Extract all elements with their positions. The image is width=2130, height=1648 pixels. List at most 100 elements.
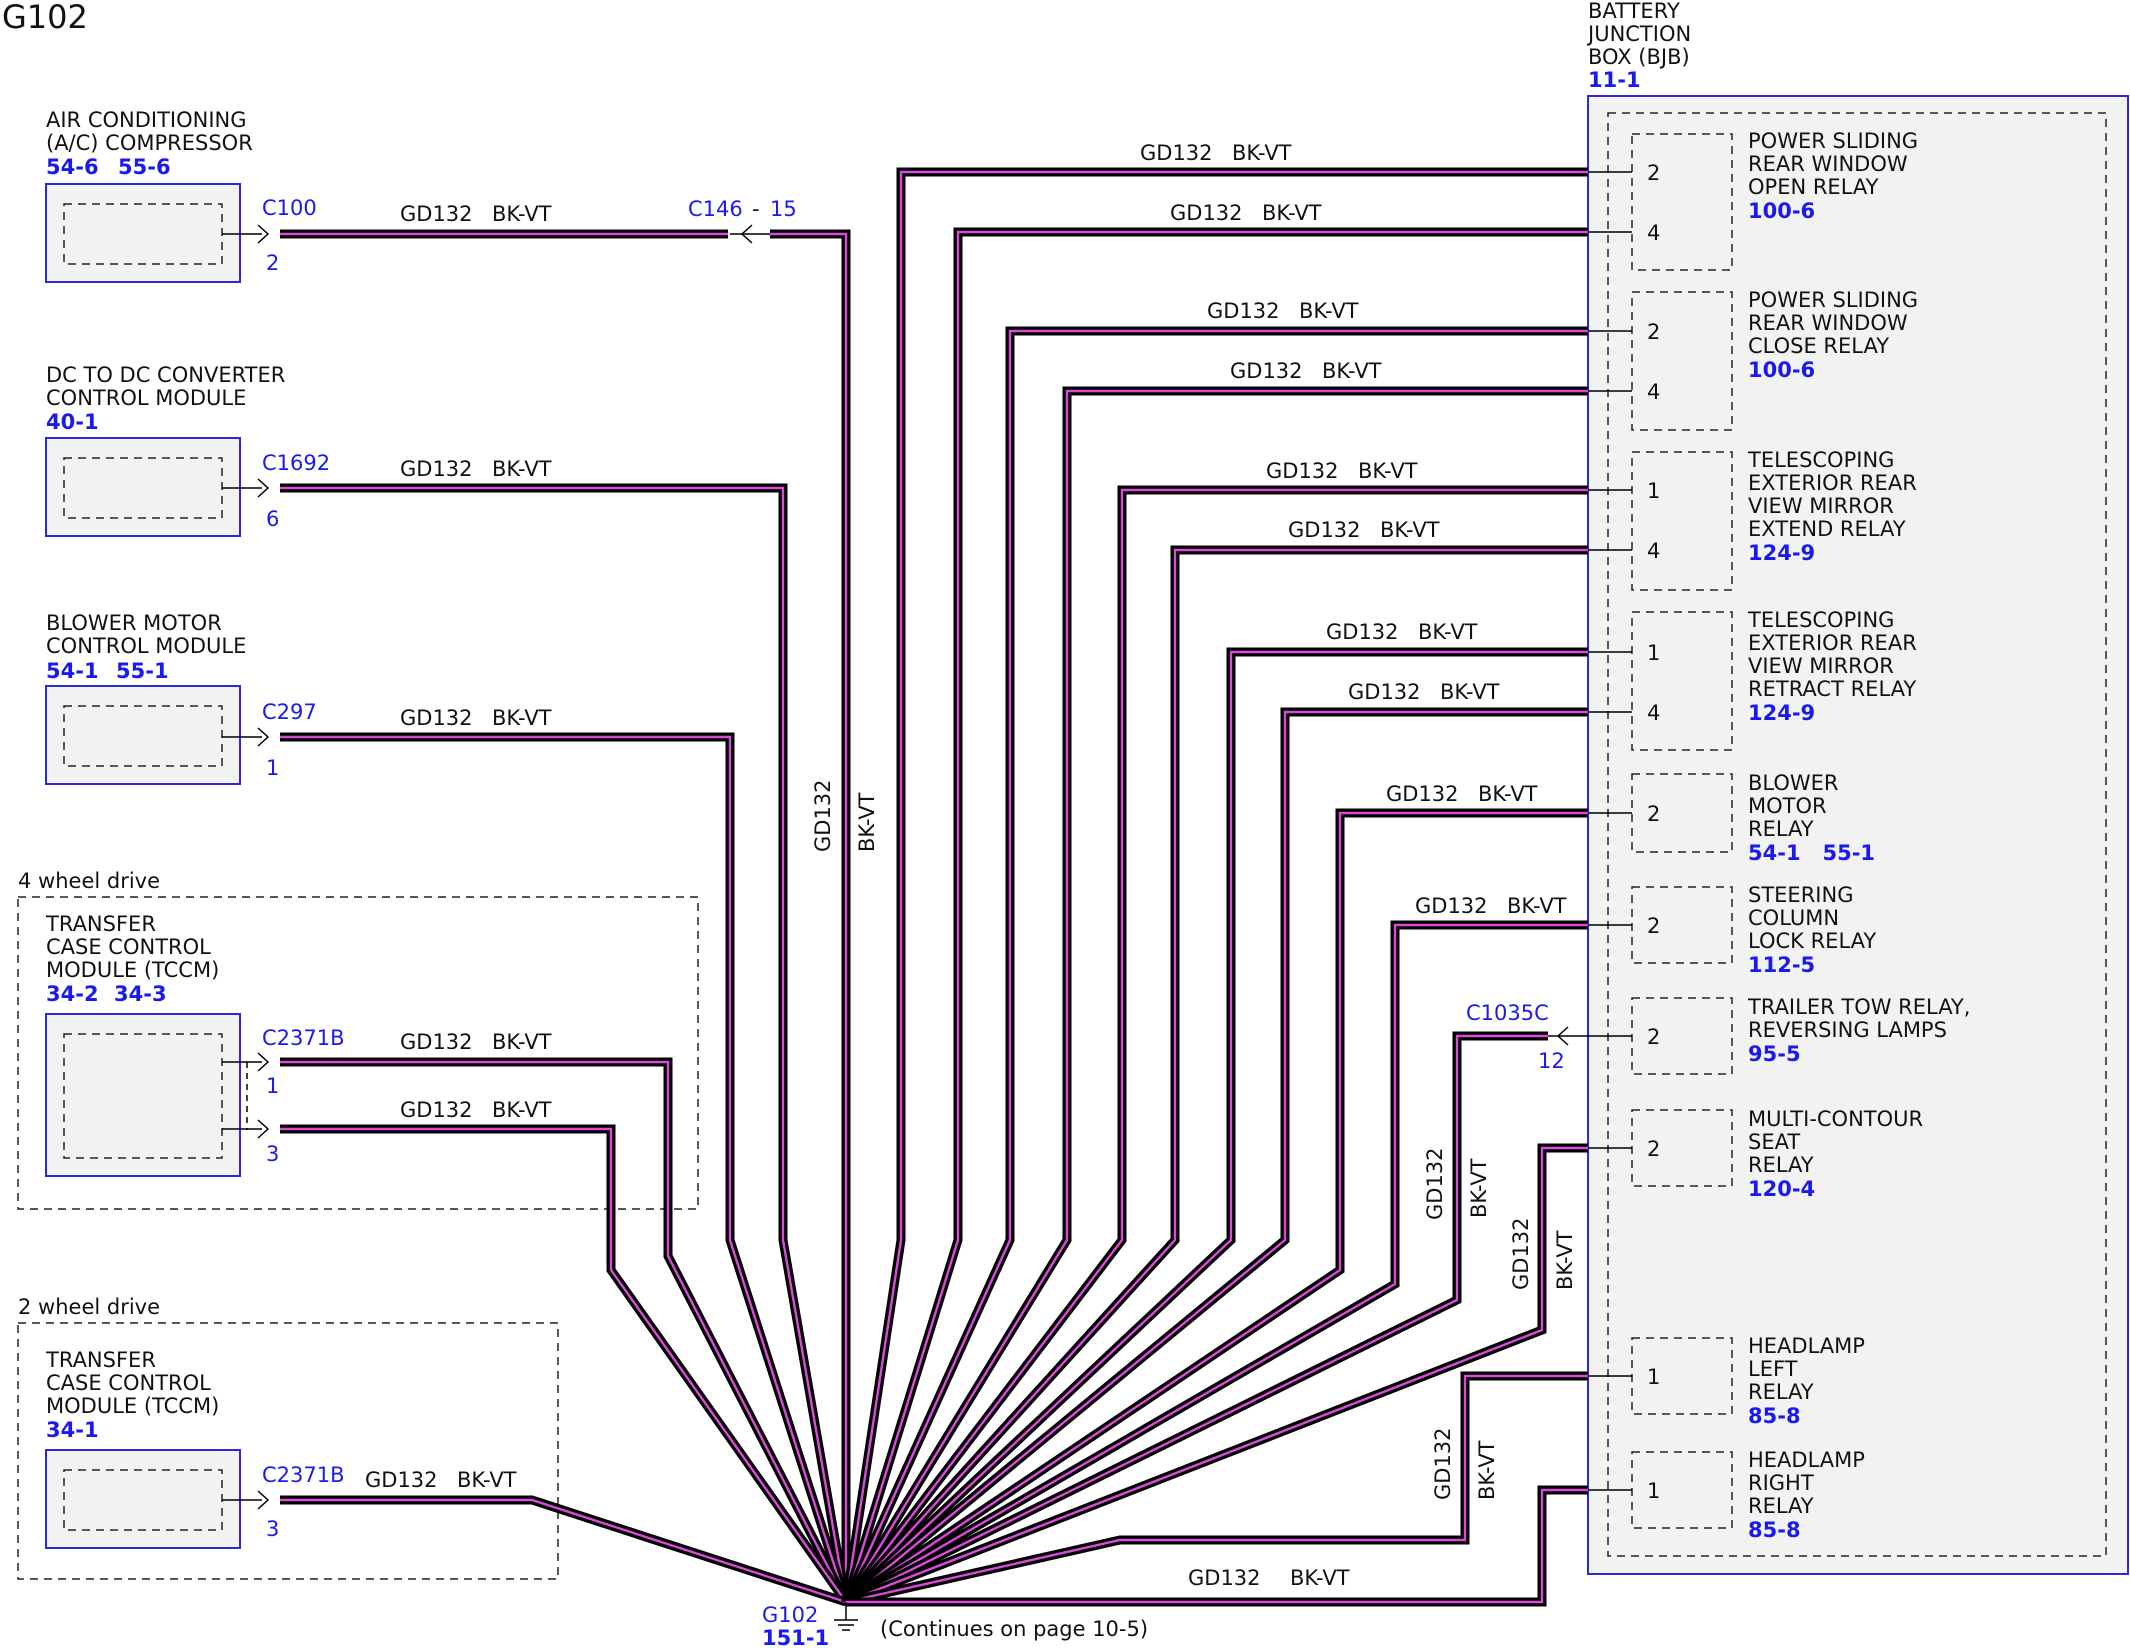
wire-stripe — [844, 389, 1588, 1603]
wire-stripe — [845, 548, 1588, 1603]
wire-ac-compressor — [280, 229, 851, 1602]
relay-name-line: BLOWER — [1748, 771, 1839, 795]
wire-circuit: GD132 — [1207, 299, 1280, 323]
pin-number: 1 — [1647, 1365, 1660, 1389]
relay-name-line: MOTOR — [1748, 794, 1827, 818]
blower-motor-control-module: BLOWER MOTOR CONTROL MODULE 54-1 55-1 C2… — [45, 611, 317, 785]
tccm-2wd: 2 wheel drive TRANSFER CASE CONTROL MODU… — [17, 1295, 559, 1580]
relay-name-line: COLUMN — [1748, 906, 1839, 930]
pin-number: 2 — [1647, 1137, 1660, 1161]
bjb-name-line-3: BOX (BJB) — [1588, 45, 1690, 69]
connector-pin: 6 — [266, 507, 279, 531]
c1035c-label: C1035C — [1466, 1001, 1549, 1025]
relay-name-line: MULTI-CONTOUR — [1748, 1107, 1923, 1131]
component-name-line: CASE CONTROL — [46, 1371, 211, 1395]
pin-number: 4 — [1647, 539, 1660, 563]
bjb-ref: 11-1 — [1588, 68, 1641, 92]
c1035c-connector: C1035C 12 — [1466, 1001, 1569, 1073]
wire-stripe — [845, 488, 1588, 1603]
relay-name-line: STEERING — [1748, 883, 1853, 907]
relay-ref: 120-4 — [1748, 1177, 1815, 1201]
relay-pin-stubs — [1548, 171, 1632, 1491]
relay-name-line: REAR WINDOW — [1748, 152, 1908, 176]
chevron-left-icon — [1556, 1026, 1569, 1046]
ac-compressor-inner — [63, 203, 223, 265]
bjb-outline — [1587, 95, 2129, 1575]
relay-name-line: TRAILER TOW RELAY, — [1747, 995, 1970, 1019]
wire-circuit: GD132 — [1326, 620, 1399, 644]
wire-color: BK-VT — [855, 792, 879, 852]
chevron-right-icon — [257, 727, 270, 747]
component-name-line: BLOWER MOTOR — [46, 611, 222, 635]
c1035c-pin: 12 — [1538, 1049, 1565, 1073]
relay-name-line: RELAY — [1748, 817, 1814, 841]
relay-name-line: HEADLAMP — [1748, 1334, 1865, 1358]
wire-stripe — [844, 170, 1588, 1603]
relay-name-line: OPEN RELAY — [1748, 175, 1879, 199]
battery-junction-box: BATTERY JUNCTION BOX (BJB) 11-1 — [1586, 0, 2129, 1575]
wire-labels-vertical: GD132 BK-VT GD132 BK-VT GD132 BK-VT GD13… — [811, 779, 1577, 1500]
relay-ref: 100-6 — [1748, 199, 1815, 223]
wire-color: BK-VT — [1467, 1158, 1491, 1218]
chevron-right-icon — [257, 1490, 270, 1510]
component-name-line: TRANSFER — [45, 1348, 156, 1372]
wire-circuit: GD132 — [1431, 1427, 1455, 1500]
pin-number: 4 — [1647, 221, 1660, 245]
wire-stripe — [280, 1127, 847, 1603]
relay-box-telescoping-retract — [1631, 611, 1733, 751]
wire-color: BK-VT — [492, 1030, 552, 1054]
relay-name-line: EXTEND RELAY — [1748, 517, 1906, 541]
pin-number: 2 — [1647, 914, 1660, 938]
wire-color: BK-VT — [457, 1468, 517, 1492]
relay-ref: 95-5 — [1748, 1042, 1801, 1066]
component-name-line: AIR CONDITIONING — [46, 108, 247, 132]
component-name-line: MODULE (TCCM) — [46, 1394, 219, 1418]
relay-pin-numbers: 2 4 2 4 1 4 1 4 2 2 2 2 1 1 — [1647, 161, 1660, 1503]
wire-stripe — [845, 710, 1588, 1603]
wire-color: BK-VT — [1322, 359, 1382, 383]
wire-stripe — [280, 232, 848, 1602]
wire-circuit: GD132 — [400, 202, 473, 226]
chevron-right-icon — [257, 478, 270, 498]
chevron-left-icon — [740, 224, 753, 244]
wire-stripe — [280, 486, 848, 1603]
ground-ref: 151-1 — [762, 1626, 829, 1648]
relay-name-line: RELAY — [1748, 1494, 1814, 1518]
wire-color: BK-VT — [492, 706, 552, 730]
pin-number: 1 — [1647, 479, 1660, 503]
component-name-line: CONTROL MODULE — [46, 634, 246, 658]
component-name-line: CASE CONTROL — [46, 935, 211, 959]
wire-color: BK-VT — [492, 1098, 552, 1122]
relay-name-line: POWER SLIDING — [1748, 129, 1918, 153]
relay-name-line: EXTERIOR REAR — [1748, 471, 1917, 495]
wire-color: BK-VT — [1290, 1566, 1350, 1590]
connector-label: C297 — [262, 700, 317, 724]
component-name-line: DC TO DC CONVERTER — [46, 363, 285, 387]
wire-circuit: GD132 — [1170, 201, 1243, 225]
relay-ref: 124-9 — [1748, 701, 1815, 725]
relay-name-line: RETRACT RELAY — [1748, 677, 1916, 701]
4wd-group-outline — [17, 896, 699, 1210]
wire-stripe — [844, 230, 1588, 1603]
ground-icon — [834, 1602, 858, 1631]
wire-stripe — [845, 923, 1588, 1604]
wire-color: BK-VT — [1507, 894, 1567, 918]
wire-circuit: GD132 — [1188, 1566, 1261, 1590]
relay-ref: 54-1 55-1 — [1748, 841, 1875, 865]
component-ref: 40-1 — [46, 410, 99, 434]
pin-number: 4 — [1647, 380, 1660, 404]
wire-circuit: GD132 — [1140, 141, 1213, 165]
wire-color: BK-VT — [1440, 680, 1500, 704]
relay-name-line: VIEW MIRROR — [1748, 654, 1894, 678]
connector-label: C2371B — [262, 1026, 345, 1050]
chevron-right-icon — [257, 224, 270, 244]
chevron-right-icon — [257, 1052, 270, 1072]
relay-name-line: EXTERIOR REAR — [1748, 631, 1917, 655]
wire-color: BK-VT — [1299, 299, 1359, 323]
relay-labels: POWER SLIDING REAR WINDOW OPEN RELAY 100… — [1747, 129, 1970, 1542]
component-name-line: (A/C) COMPRESSOR — [46, 131, 253, 155]
wire-color: BK-VT — [1232, 141, 1292, 165]
relay-name-line: CLOSE RELAY — [1748, 334, 1889, 358]
wire-circuit: GD132 — [400, 1098, 473, 1122]
